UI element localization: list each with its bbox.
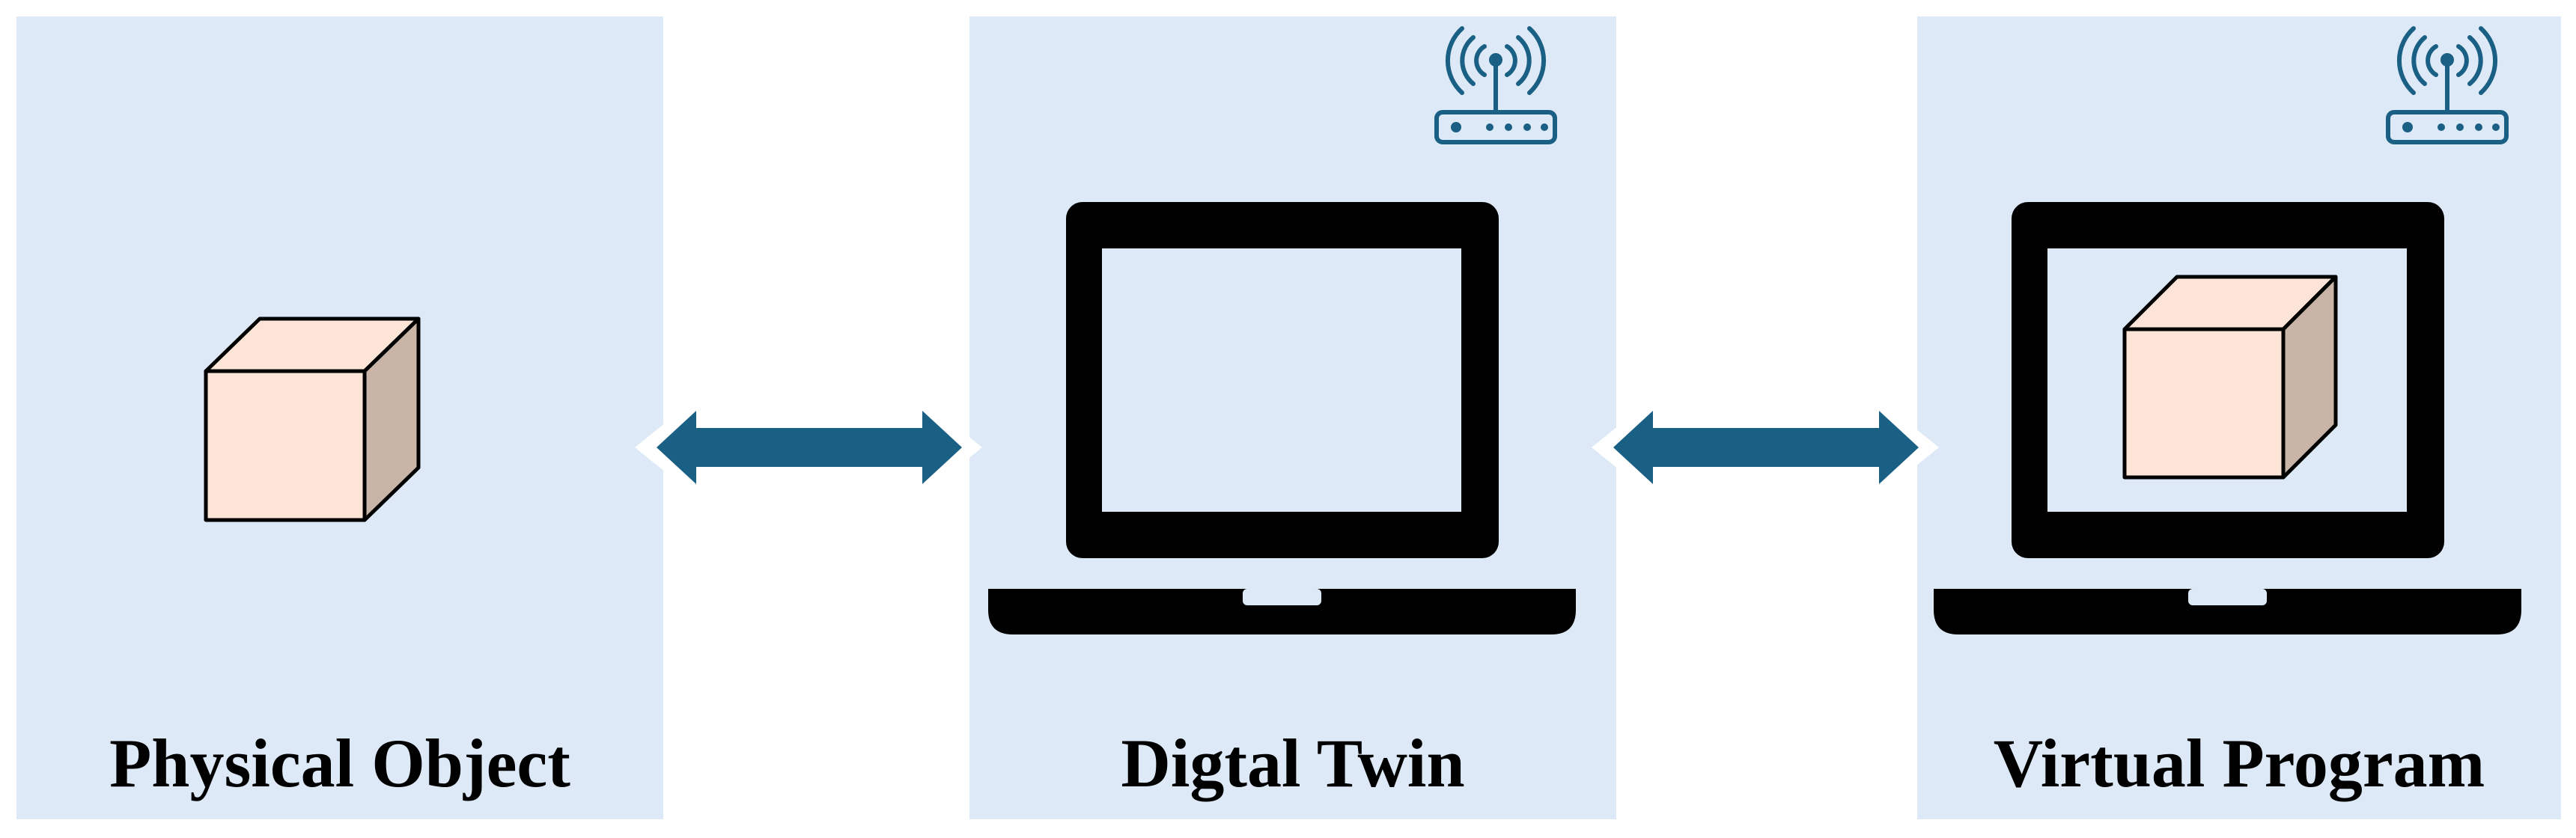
cube-icon [2122, 275, 2338, 480]
laptop-icon [988, 202, 1576, 634]
cube-icon [204, 316, 421, 522]
bidirectional-arrow-icon [1592, 401, 1939, 494]
digital-twin-label: Digtal Twin [1121, 724, 1465, 801]
bidirectional-arrow-icon [635, 401, 982, 494]
router-lights [2402, 53, 2500, 132]
router-icon [1434, 26, 1557, 144]
router-icon [2386, 26, 2509, 144]
router-lights [1451, 53, 1548, 132]
virtual-program-label: Virtual Program [1993, 724, 2485, 801]
physical-object-panel: Physical Object [16, 16, 663, 819]
physical-object-label: Physical Object [109, 724, 570, 801]
